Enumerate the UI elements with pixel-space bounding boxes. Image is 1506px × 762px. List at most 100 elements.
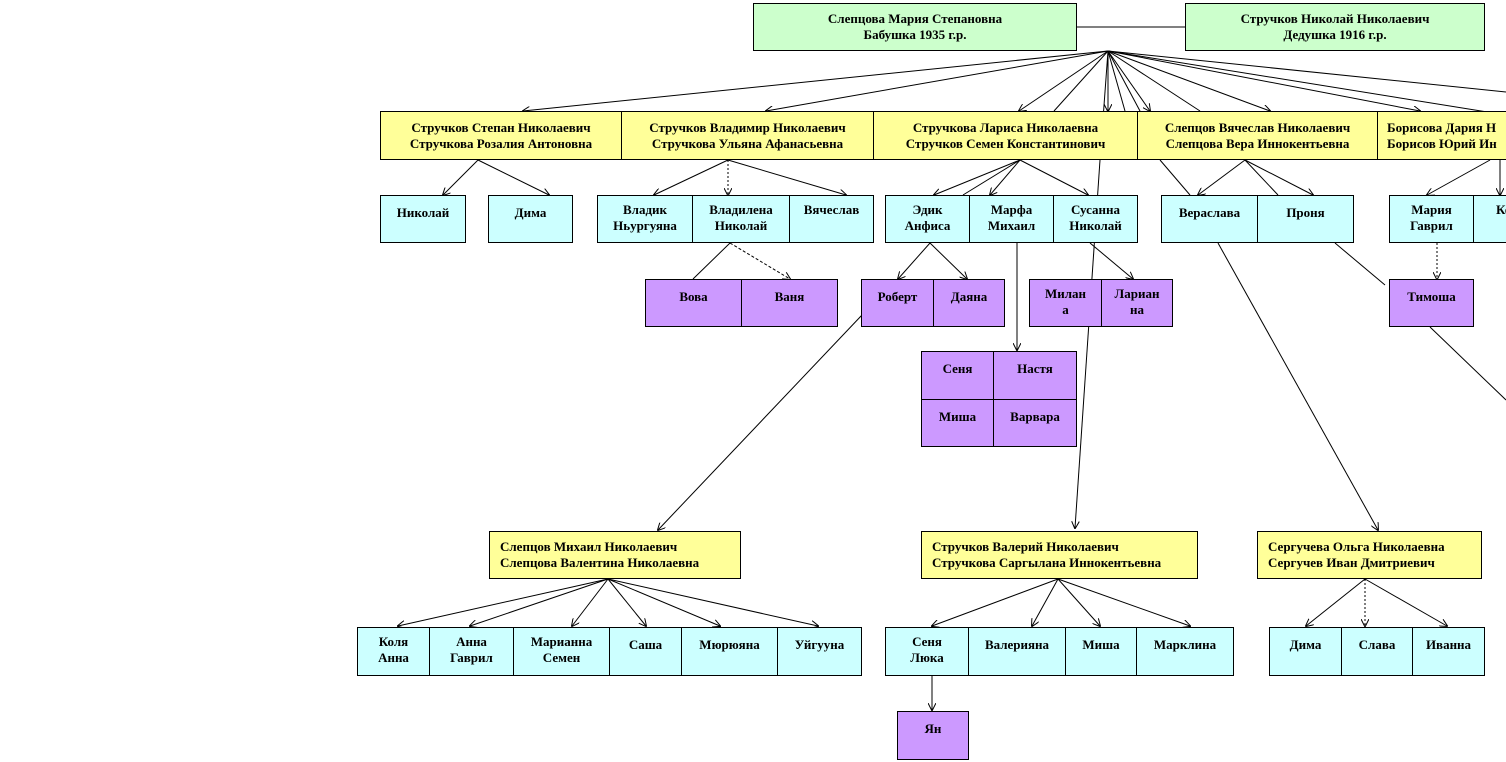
gchild-yan-label: Ян [924,721,942,736]
child-maria-line1: Мария [1411,202,1452,217]
child-susanna-line2: Николай [1069,218,1122,233]
couple-olga-line1: Сергучева Ольга Николаевна [1268,539,1445,554]
child-sasha: Саша [609,627,682,676]
child-vladilena-line2: Николай [714,218,768,233]
child-edik-line1: Эдик [912,202,943,217]
child-nikolai: Николай [380,195,466,243]
child-edik-line2: Анфиса [904,218,951,233]
child-ivanna-label: Иванна [1425,637,1472,652]
gchild-lariana-line1: Лариан [1114,286,1160,301]
child-vladik-line2: Ньургуяна [613,218,677,233]
child-pronya-label: Проня [1286,205,1325,220]
child-kolya: Коля Анна [357,627,430,676]
couple-vladimir-line1: Стручков Владимир Николаевич [649,119,846,135]
grandfather-name: Стручков Николай Николаевич [1240,11,1430,26]
child-valeriyana-label: Валерияна [984,637,1050,652]
child-marianna: Марианна Семен [513,627,610,676]
child-marfa: Марфа Михаил [969,195,1054,243]
couple-mikhail: Слепцов Михаил Николаевич Слепцова Вален… [489,531,741,579]
couple-vyacheslav: Слепцов Вячеслав Николаевич Слепцова Вер… [1137,111,1378,160]
child-anna: Анна Гаврил [429,627,514,676]
child-vladilena: Владилена Николай [692,195,790,243]
child-sasha-label: Саша [628,637,663,652]
couple-stepan: Стручков Степан Николаевич Стручкова Роз… [380,111,622,160]
child-vladik-line1: Владик [622,202,668,217]
child-marianna-line2: Семен [542,650,581,665]
couple-larisa-line2: Стручков Семен Константинович [905,135,1106,151]
couple-vladimir-line2: Стручкова Ульяна Афанасьевна [651,135,844,151]
child-susanna: Сусанна Николай [1053,195,1138,243]
couple-vyacheslav-line1: Слепцов Вячеслав Николаевич [1164,119,1351,135]
child-anna-line1: Анна [456,634,487,649]
child-anna-line2: Гаврил [450,650,493,665]
child-marklina: Марклина [1136,627,1234,676]
gchild-nastya: Настя [993,351,1077,400]
couple-valeriy: Стручков Валерий Николаевич Стручкова Са… [921,531,1198,579]
gchild-senya: Сеня [921,351,994,400]
grandfather-birth: Дедушка 1916 г.р. [1283,27,1387,42]
child-myuryana: Мюрюяна [681,627,778,676]
couple-dariya-line1: Борисова Дария Н [1387,119,1497,135]
child-kolya-line2: Анна [378,650,409,665]
gchild-senya-label: Сеня [942,361,973,376]
gchild-varvara: Варвара [993,399,1077,447]
gchild-vanya-label: Ваня [774,289,805,304]
gchild-lariana-line2: на [1130,302,1144,317]
couple-dariya: Борисова Дария Н Борисов Юрий Ин [1377,111,1506,160]
child-marfa-line1: Марфа [990,202,1033,217]
child-veraslava-label: Верaслава [1178,205,1241,220]
child-veraslava: Верaслава [1161,195,1258,243]
child-myuryana-label: Мюрюяна [699,637,760,652]
grandmother-box: Слепцова Мария Степановна Бабушка 1935 г… [753,3,1077,51]
child-dima-2-label: Дима [1289,637,1322,652]
gchild-dayana-label: Даяна [950,289,988,304]
gchild-timosha: Тимоша [1389,279,1474,327]
couple-mikhail-line2: Слепцова Валентина Николаевна [500,555,700,570]
child-senya-line2: Люка [910,650,944,665]
child-ivanna: Иванна [1412,627,1485,676]
grandmother-name: Слепцова Мария Степановна [827,11,1003,26]
child-marianna-line1: Марианна [530,634,593,649]
child-uyguna: Уйгууна [777,627,862,676]
gchild-robert: Роберт [861,279,934,327]
couple-valeriy-line2: Стручкова Саргылана Иннокентьевна [932,555,1162,570]
child-senya-line1: Сеня [912,634,942,649]
couple-mikhail-line1: Слепцов Михаил Николаевич [500,539,678,554]
child-vyacheslav-label: Вячеслав [803,202,860,217]
gchild-misha: Миша [921,399,994,447]
child-misha: Миша [1065,627,1137,676]
grandmother-birth: Бабушка 1935 г.р. [863,27,967,42]
child-susanna-line1: Сусанна [1070,202,1121,217]
gchild-varvara-label: Варвара [1010,409,1060,424]
gchild-misha-label: Миша [938,409,977,424]
child-maria-line2: Гаврил [1410,218,1453,233]
grandfather-box: Стручков Николай Николаевич Дедушка 1916… [1185,3,1485,51]
child-senya: Сеня Люка [885,627,969,676]
child-ke-label: Ке [1496,202,1506,217]
child-marfa-line2: Михаил [987,218,1036,233]
child-kolya-line1: Коля [378,634,409,649]
child-marklina-label: Марклина [1153,637,1217,652]
gchild-lariana: Лариан на [1101,279,1173,327]
gchild-milana: Милан а [1029,279,1102,327]
child-slava-label: Слава [1358,637,1396,652]
couple-dariya-line2: Борисов Юрий Ин [1387,135,1497,151]
child-pronya: Проня [1257,195,1354,243]
couple-larisa: Стручкова Лариса Николаевна Стручков Сем… [873,111,1138,160]
couple-stepan-line1: Стручков Степан Николаевич [411,119,591,135]
child-vyacheslav: Вячеслав [789,195,874,243]
couple-vyacheslav-line2: Слепцова Вера Иннокентьевна [1165,135,1350,151]
couple-valeriy-line1: Стручков Валерий Николаевич [932,539,1119,554]
child-ke: Ке [1473,195,1506,243]
gchild-yan: Ян [897,711,969,760]
child-nikolai-label: Николай [396,205,450,220]
gchild-vova: Вова [645,279,742,327]
couple-larisa-line1: Стручкова Лариса Николаевна [912,119,1099,135]
child-dima: Дима [488,195,573,243]
gchild-milana-line2: а [1062,302,1069,317]
child-uyguna-label: Уйгууна [794,637,845,652]
couple-vladimir: Стручков Владимир Николаевич Стручкова У… [621,111,874,160]
child-vladik: Владик Ньургуяна [597,195,693,243]
gchild-nastya-label: Настя [1017,361,1053,376]
